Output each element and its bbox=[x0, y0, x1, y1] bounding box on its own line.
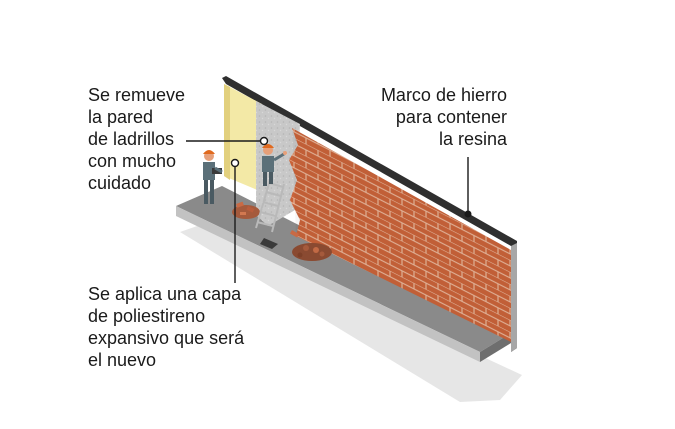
floor-slab-top bbox=[176, 186, 511, 352]
annotation-iron-frame: Marco de hierro para contener la resina bbox=[380, 85, 507, 149]
floor-slab-front bbox=[176, 206, 480, 362]
ground-shadow bbox=[180, 225, 522, 402]
annotation-remove-wall: Se remueve la pared de ladrillos con muc… bbox=[88, 85, 186, 193]
worker-figure bbox=[203, 150, 223, 204]
floor-slab-side bbox=[480, 333, 511, 362]
brick-wall bbox=[289, 128, 511, 342]
iron-frame-edge bbox=[511, 243, 517, 352]
stucco-area bbox=[256, 101, 300, 226]
annotation-foam-layer: Se aplica una capa de poliestireno expan… bbox=[88, 284, 245, 370]
bucket-icon bbox=[260, 238, 278, 249]
marker-frame bbox=[464, 210, 472, 218]
foam-edge bbox=[224, 84, 230, 180]
marker-foam bbox=[230, 158, 240, 168]
brick-wall-shade bbox=[292, 128, 511, 342]
marker-remove bbox=[259, 136, 269, 146]
brick-rubble-icon bbox=[232, 201, 332, 261]
worker-figure bbox=[262, 144, 287, 186]
iron-frame bbox=[222, 76, 517, 352]
